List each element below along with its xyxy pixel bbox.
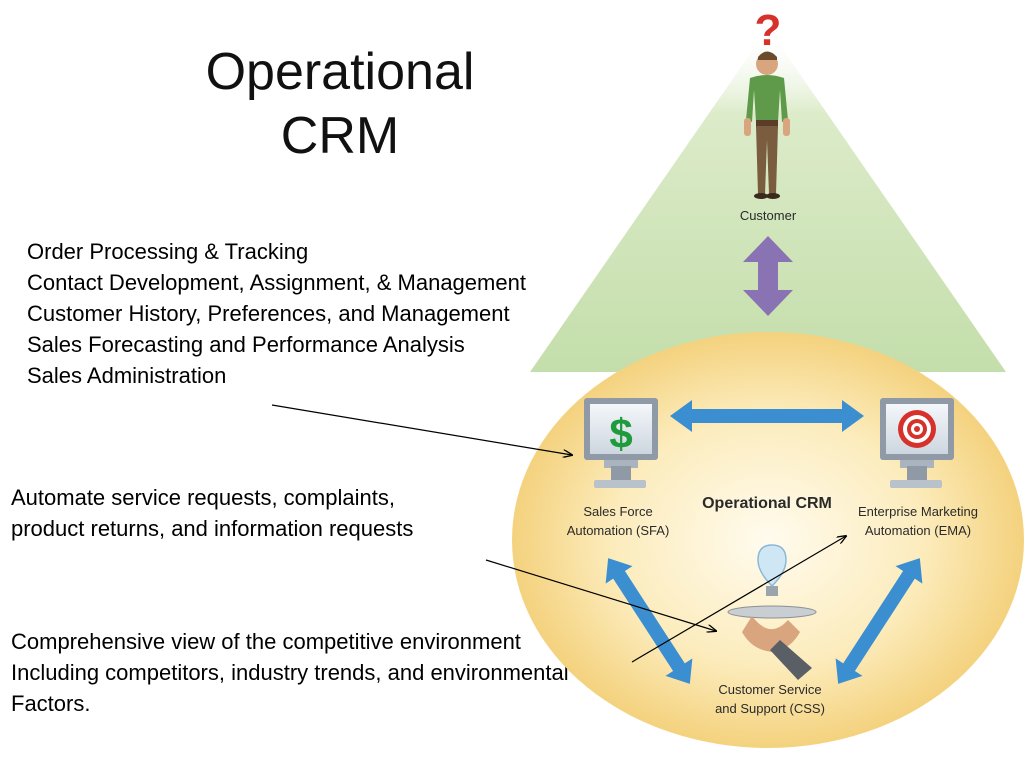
sfa-monitor-icon: $: [584, 398, 658, 488]
list-item: Contact Development, Assignment, & Manag…: [27, 270, 526, 295]
title-line-2: CRM: [280, 107, 400, 165]
customer-crm-double-arrow: [743, 236, 793, 316]
ema-monitor-icon: [880, 398, 954, 488]
list-item: Automate service requests, complaints,: [11, 485, 395, 510]
dollar-icon: $: [609, 410, 632, 457]
sfa-css-double-arrow: [605, 558, 693, 684]
css-connector-line: [485, 559, 716, 631]
target-icon: [898, 410, 936, 448]
ema-label-line-1: Enterprise Marketing: [858, 504, 978, 519]
question-mark-icon: ?: [755, 6, 782, 55]
order-processing-list: Order Processing & Tracking Contact Deve…: [27, 236, 526, 391]
service-automation-text: Automate service requests, complaints, p…: [11, 482, 413, 544]
title-line-1: Operational: [205, 43, 475, 101]
list-item: product returns, and information request…: [11, 516, 414, 541]
list-item: Including competitors, industry trends, …: [11, 660, 569, 685]
ema-css-double-arrow: [835, 558, 923, 684]
ema-connector-line: [631, 536, 846, 663]
customer-person-icon: [744, 51, 790, 199]
sfa-connector-line: [271, 404, 572, 455]
sfa-ema-double-arrow: [670, 400, 864, 432]
list-item: Factors.: [11, 691, 91, 716]
list-item: Sales Administration: [27, 363, 227, 388]
competitive-view-text: Comprehensive view of the competitive en…: [11, 626, 569, 719]
css-label-line-1: Customer Service: [718, 682, 821, 697]
list-item: Order Processing & Tracking: [27, 239, 309, 264]
ema-label-line-2: Automation (EMA): [865, 523, 971, 538]
css-label-line-2: and Support (CSS): [715, 701, 825, 716]
list-item: Customer History, Preferences, and Manag…: [27, 301, 510, 326]
page-title: Operational CRM: [150, 40, 530, 168]
list-item: Comprehensive view of the competitive en…: [11, 629, 521, 654]
sfa-label-line-1: Sales Force: [583, 504, 652, 519]
list-item: Sales Forecasting and Performance Analys…: [27, 332, 465, 357]
customer-cone: [530, 28, 1006, 372]
customer-label: Customer: [740, 208, 797, 223]
center-label: Operational CRM: [702, 495, 832, 512]
sfa-label-line-2: Automation (SFA): [567, 523, 670, 538]
